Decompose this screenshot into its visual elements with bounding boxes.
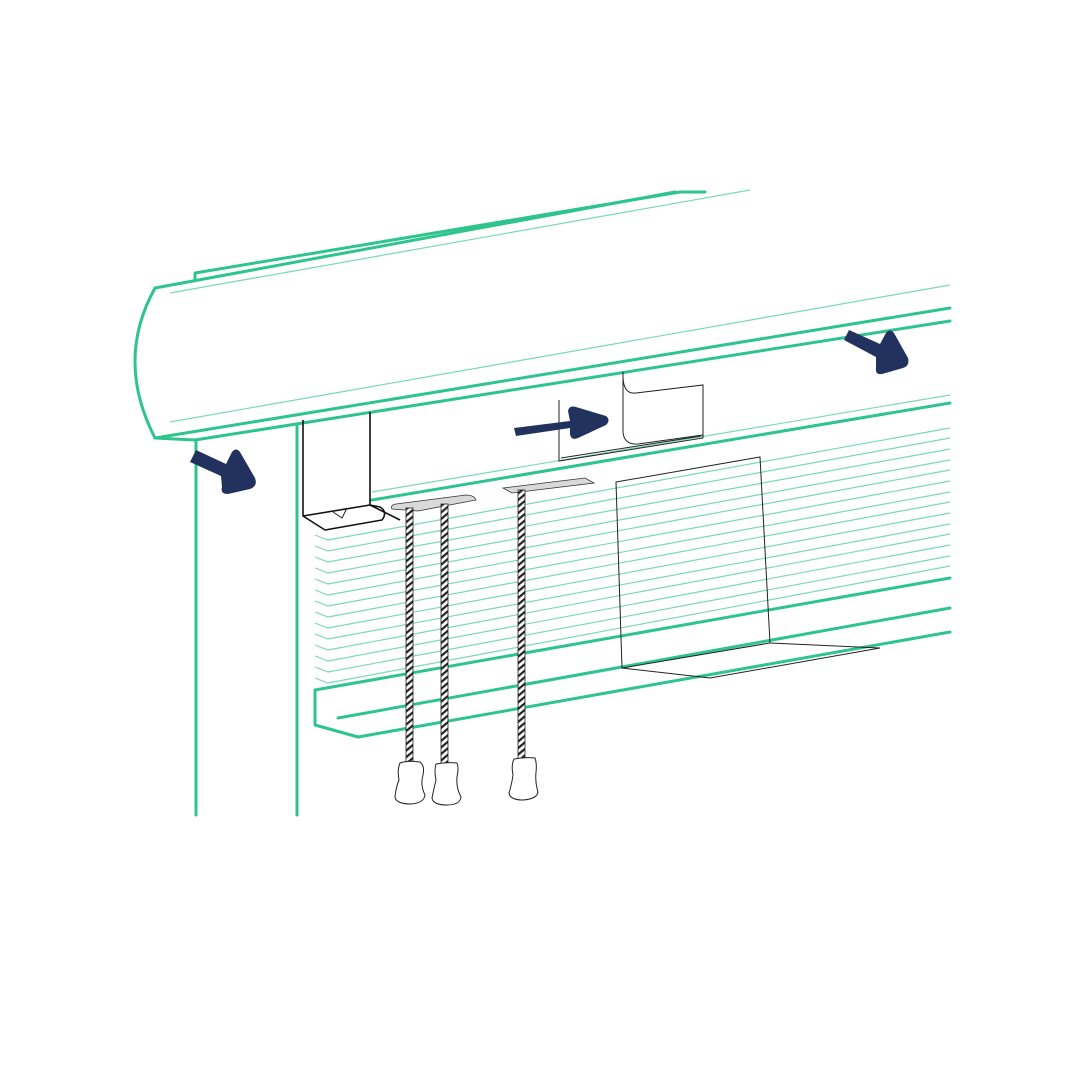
arrow-center-clip-icon <box>514 406 609 439</box>
cord-plates <box>391 477 596 512</box>
cord-weights <box>394 757 539 806</box>
pull-cord <box>405 507 414 767</box>
cord-weight <box>394 760 426 805</box>
cord-weight <box>508 757 539 801</box>
arrow-left-bracket-icon <box>190 449 256 494</box>
headrail <box>133 189 952 442</box>
cord-weight <box>431 762 462 806</box>
cord-plate-left <box>391 494 477 512</box>
pull-cord <box>517 489 526 761</box>
window-frame <box>194 423 299 817</box>
pleated-fabric <box>314 427 951 684</box>
pull-cord <box>440 503 449 767</box>
angled-panel <box>615 456 881 679</box>
end-cap-box <box>302 412 401 531</box>
fabric-top-rail <box>370 394 952 502</box>
arrow-right-rail-icon <box>844 330 909 375</box>
cord-plate-right <box>501 477 596 494</box>
mounting-bracket <box>558 371 704 462</box>
arrows <box>190 330 909 494</box>
bottom-rail <box>313 576 952 739</box>
